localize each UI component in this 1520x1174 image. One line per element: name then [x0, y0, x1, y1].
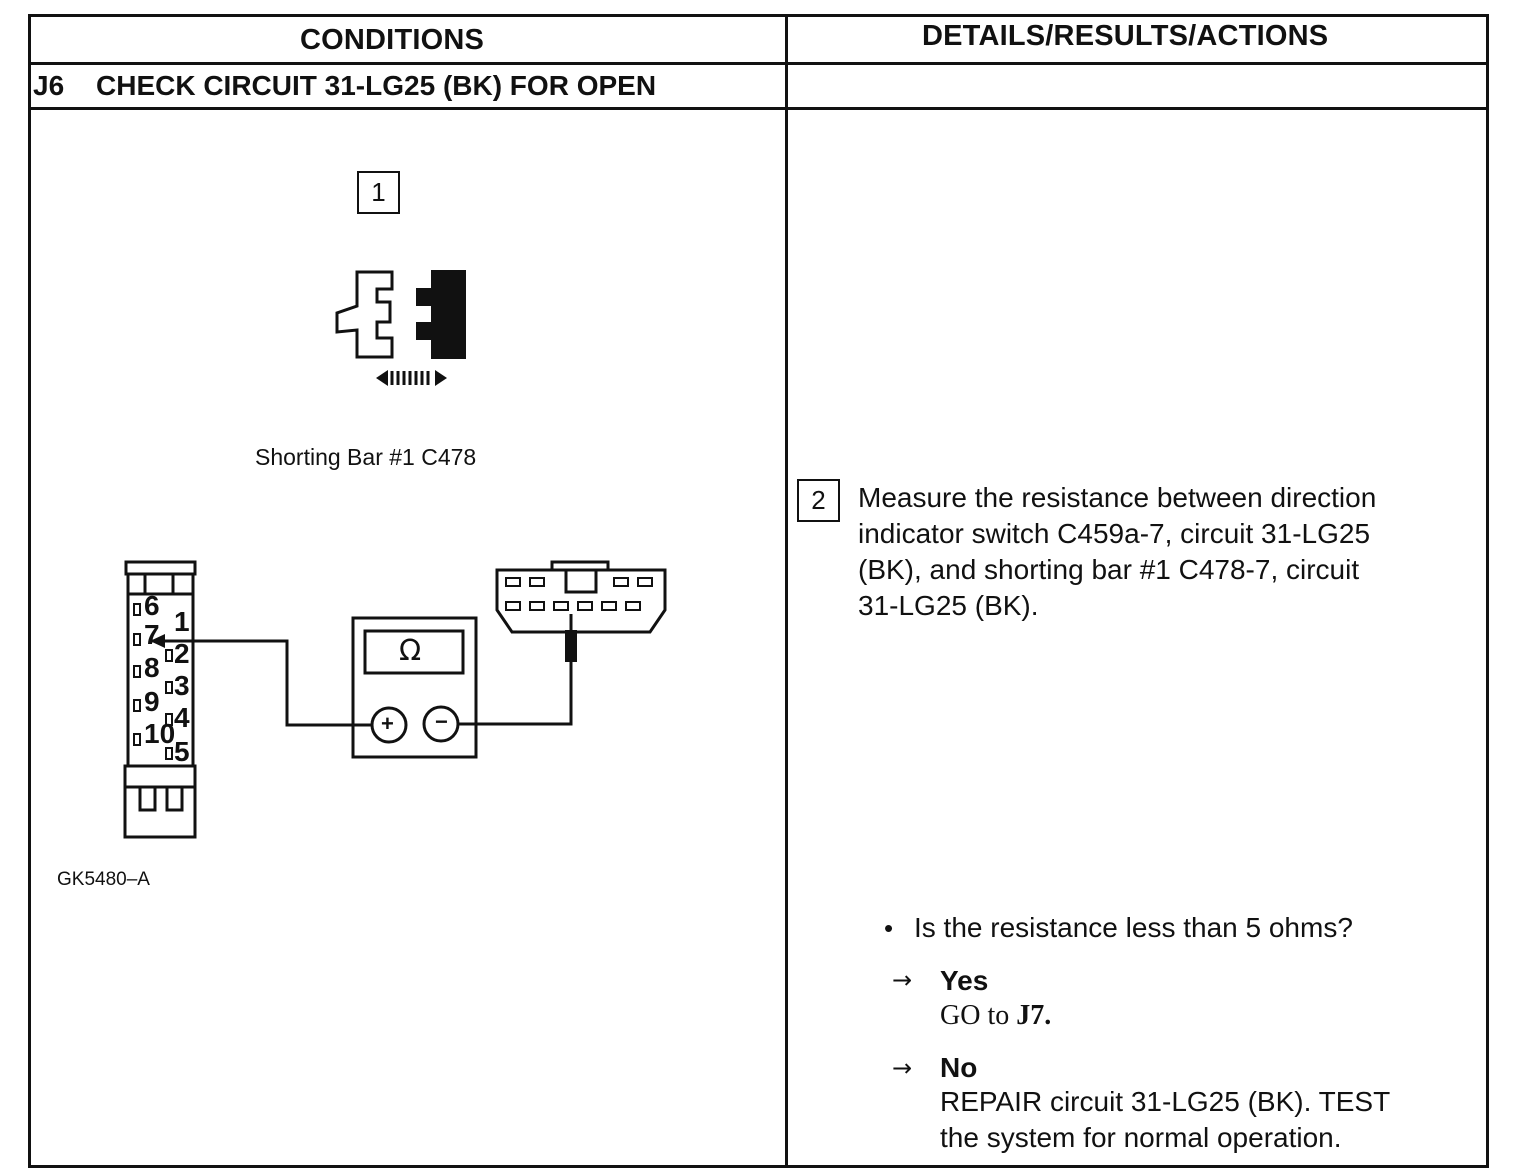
- connector-label: Shorting Bar #1 C478: [255, 444, 477, 470]
- header-divider: [28, 62, 1489, 65]
- pin-number: 2: [174, 638, 190, 669]
- pin-number: 9: [144, 686, 160, 717]
- no-action-line: the system for normal operation.: [940, 1122, 1342, 1153]
- back-probe-icon: [565, 630, 577, 662]
- probe-tip-icon: [150, 634, 165, 648]
- test-leads: [150, 639, 573, 727]
- pin-number: 7: [144, 619, 160, 650]
- switch-connector-c459a: [123, 560, 197, 839]
- connector-disconnect-icon: [335, 270, 466, 359]
- pin-number: 1: [174, 606, 190, 637]
- no-label: No: [940, 1052, 978, 1083]
- double-arrow-icon: [376, 370, 447, 386]
- no-action-line: REPAIR circuit 31-LG25 (BK). TEST: [940, 1086, 1391, 1117]
- yes-action: GO to J7.: [940, 1000, 1051, 1032]
- diagnostic-table: [28, 14, 1489, 1168]
- instruction-line: 31-LG25 (BK).: [858, 590, 1039, 621]
- step-2-badge: 2: [797, 479, 840, 522]
- ohmmeter: [351, 616, 478, 759]
- conditions-header: CONDITIONS: [300, 24, 485, 56]
- figure-id: GK5480–A: [57, 869, 150, 890]
- yes-label: Yes: [940, 965, 989, 996]
- test-step-id: J6: [33, 70, 65, 101]
- question-text: Is the resistance less than 5 ohms?: [914, 912, 1353, 943]
- right-arrow-icon: →: [892, 1054, 913, 1082]
- pin-cavities: [133, 603, 173, 760]
- right-arrow-icon: →: [892, 966, 913, 994]
- details-header: DETAILS/RESULTS/ACTIONS: [922, 20, 1329, 52]
- pin-number: 8: [144, 652, 160, 683]
- pin-number: 5: [174, 736, 190, 767]
- instruction-line: indicator switch C459a-7, circuit 31-LG2…: [858, 518, 1371, 549]
- column-divider: [785, 14, 788, 1168]
- goto-target-link[interactable]: J7.: [1016, 1000, 1052, 1031]
- shorting-bar-connector-c478: [495, 560, 667, 634]
- minus-symbol: −: [435, 709, 448, 734]
- pin-number: 4: [174, 702, 190, 733]
- test-step-title: CHECK CIRCUIT 31-LG25 (BK) FOR OPEN: [96, 70, 657, 101]
- pin-number: 3: [174, 670, 190, 701]
- terminal-cavities: [505, 577, 653, 611]
- plus-symbol: +: [381, 711, 394, 736]
- yes-action-text: GO to: [940, 1000, 1017, 1031]
- pin-number: 6: [144, 590, 160, 621]
- ohm-symbol: Ω: [399, 633, 422, 667]
- title-divider: [28, 107, 1489, 110]
- instruction-text: Measure the resistance between direction…: [858, 480, 1468, 624]
- no-action: REPAIR circuit 31-LG25 (BK). TEST the sy…: [940, 1084, 1390, 1156]
- step-1-badge: 1: [357, 171, 400, 214]
- instruction-line: Measure the resistance between direction: [858, 482, 1377, 513]
- instruction-line: (BK), and shorting bar #1 C478-7, circui…: [858, 554, 1360, 585]
- pin-number: 10: [144, 718, 176, 749]
- bullet-icon: •: [884, 913, 894, 943]
